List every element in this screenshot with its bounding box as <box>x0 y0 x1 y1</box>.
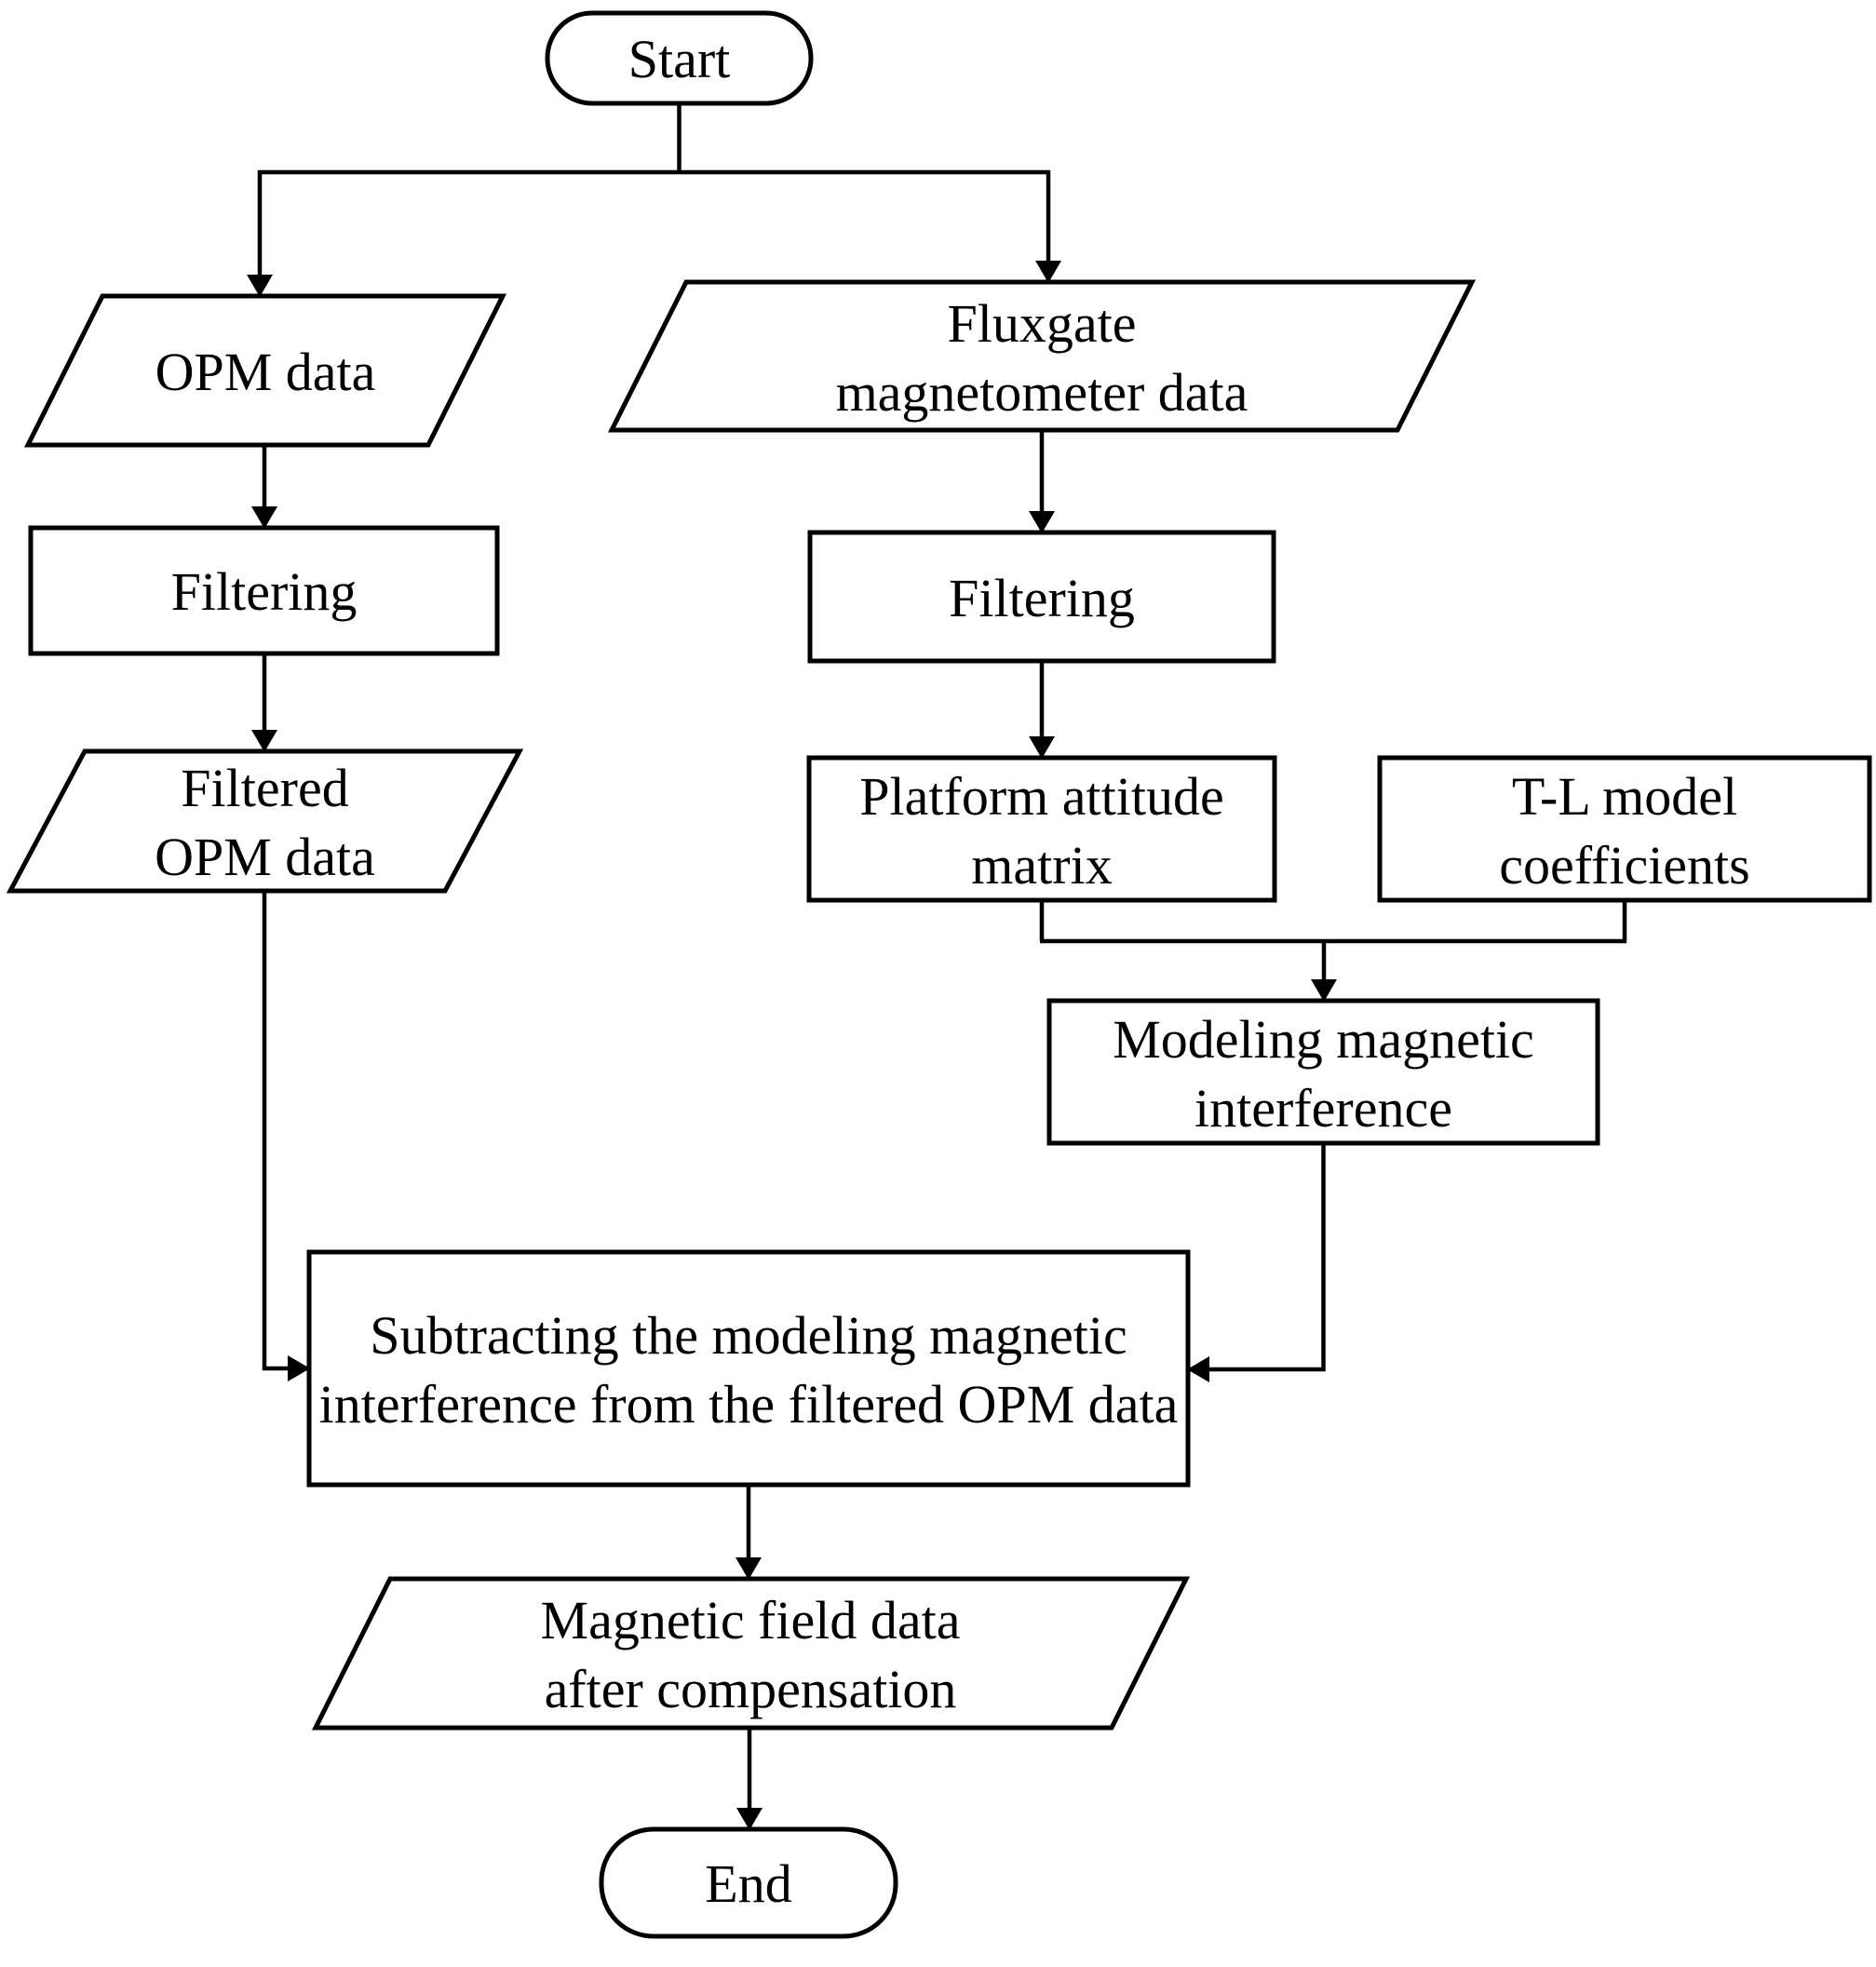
modeling-interference-label-line2: interference <box>1194 1078 1452 1138</box>
filtering-left-label: Filtering <box>171 561 358 622</box>
opm-data-node <box>23 293 507 448</box>
filtering-right-node <box>807 530 1276 664</box>
end-label: End <box>705 1853 791 1914</box>
edge-filtered-opm-to-subtracting <box>262 891 310 1381</box>
magnetic-field-data-label-line2: after compensation <box>545 1659 957 1719</box>
fluxgate-data-node <box>607 279 1477 433</box>
fluxgate-data-label-line2: magnetometer data <box>836 362 1248 423</box>
filtered-opm-data-label-line2: OPM data <box>155 827 375 887</box>
subtracting-label-line1: Subtracting the modeling magnetic <box>370 1305 1127 1366</box>
start-label: Start <box>628 29 731 89</box>
magnetic-field-data-label-line1: Magnetic field data <box>541 1590 961 1650</box>
filtering-left-node <box>28 525 500 656</box>
edge-modeling-to-subtracting <box>1187 1143 1326 1382</box>
filtered-opm-data-label-line1: Filtered <box>181 758 348 818</box>
platform-attitude-node <box>806 755 1277 903</box>
platform-attitude-label-line2: matrix <box>971 835 1112 896</box>
filtering-right-label: Filtering <box>949 568 1135 628</box>
fluxgate-data-label-line1: Fluxgate <box>948 293 1137 354</box>
start-node <box>545 10 814 106</box>
magnetic-field-data-node <box>311 1576 1191 1731</box>
subtracting-node <box>306 1249 1191 1488</box>
join-line-platform-tl <box>1039 900 1627 944</box>
platform-attitude-label-line1: Platform attitude <box>859 766 1223 827</box>
end-node <box>599 1826 898 1939</box>
tl-model-node <box>1377 755 1872 903</box>
filtered-opm-data-node <box>6 748 524 894</box>
modeling-interference-node <box>1046 998 1600 1146</box>
subtracting-label-line2: interference from the filtered OPM data <box>319 1374 1179 1435</box>
tl-model-label-line1: T-L model <box>1512 766 1737 827</box>
opm-data-label: OPM data <box>155 342 376 402</box>
modeling-interference-label-line1: Modeling magnetic <box>1113 1009 1534 1070</box>
tl-model-label-line2: coefficients <box>1499 835 1749 896</box>
